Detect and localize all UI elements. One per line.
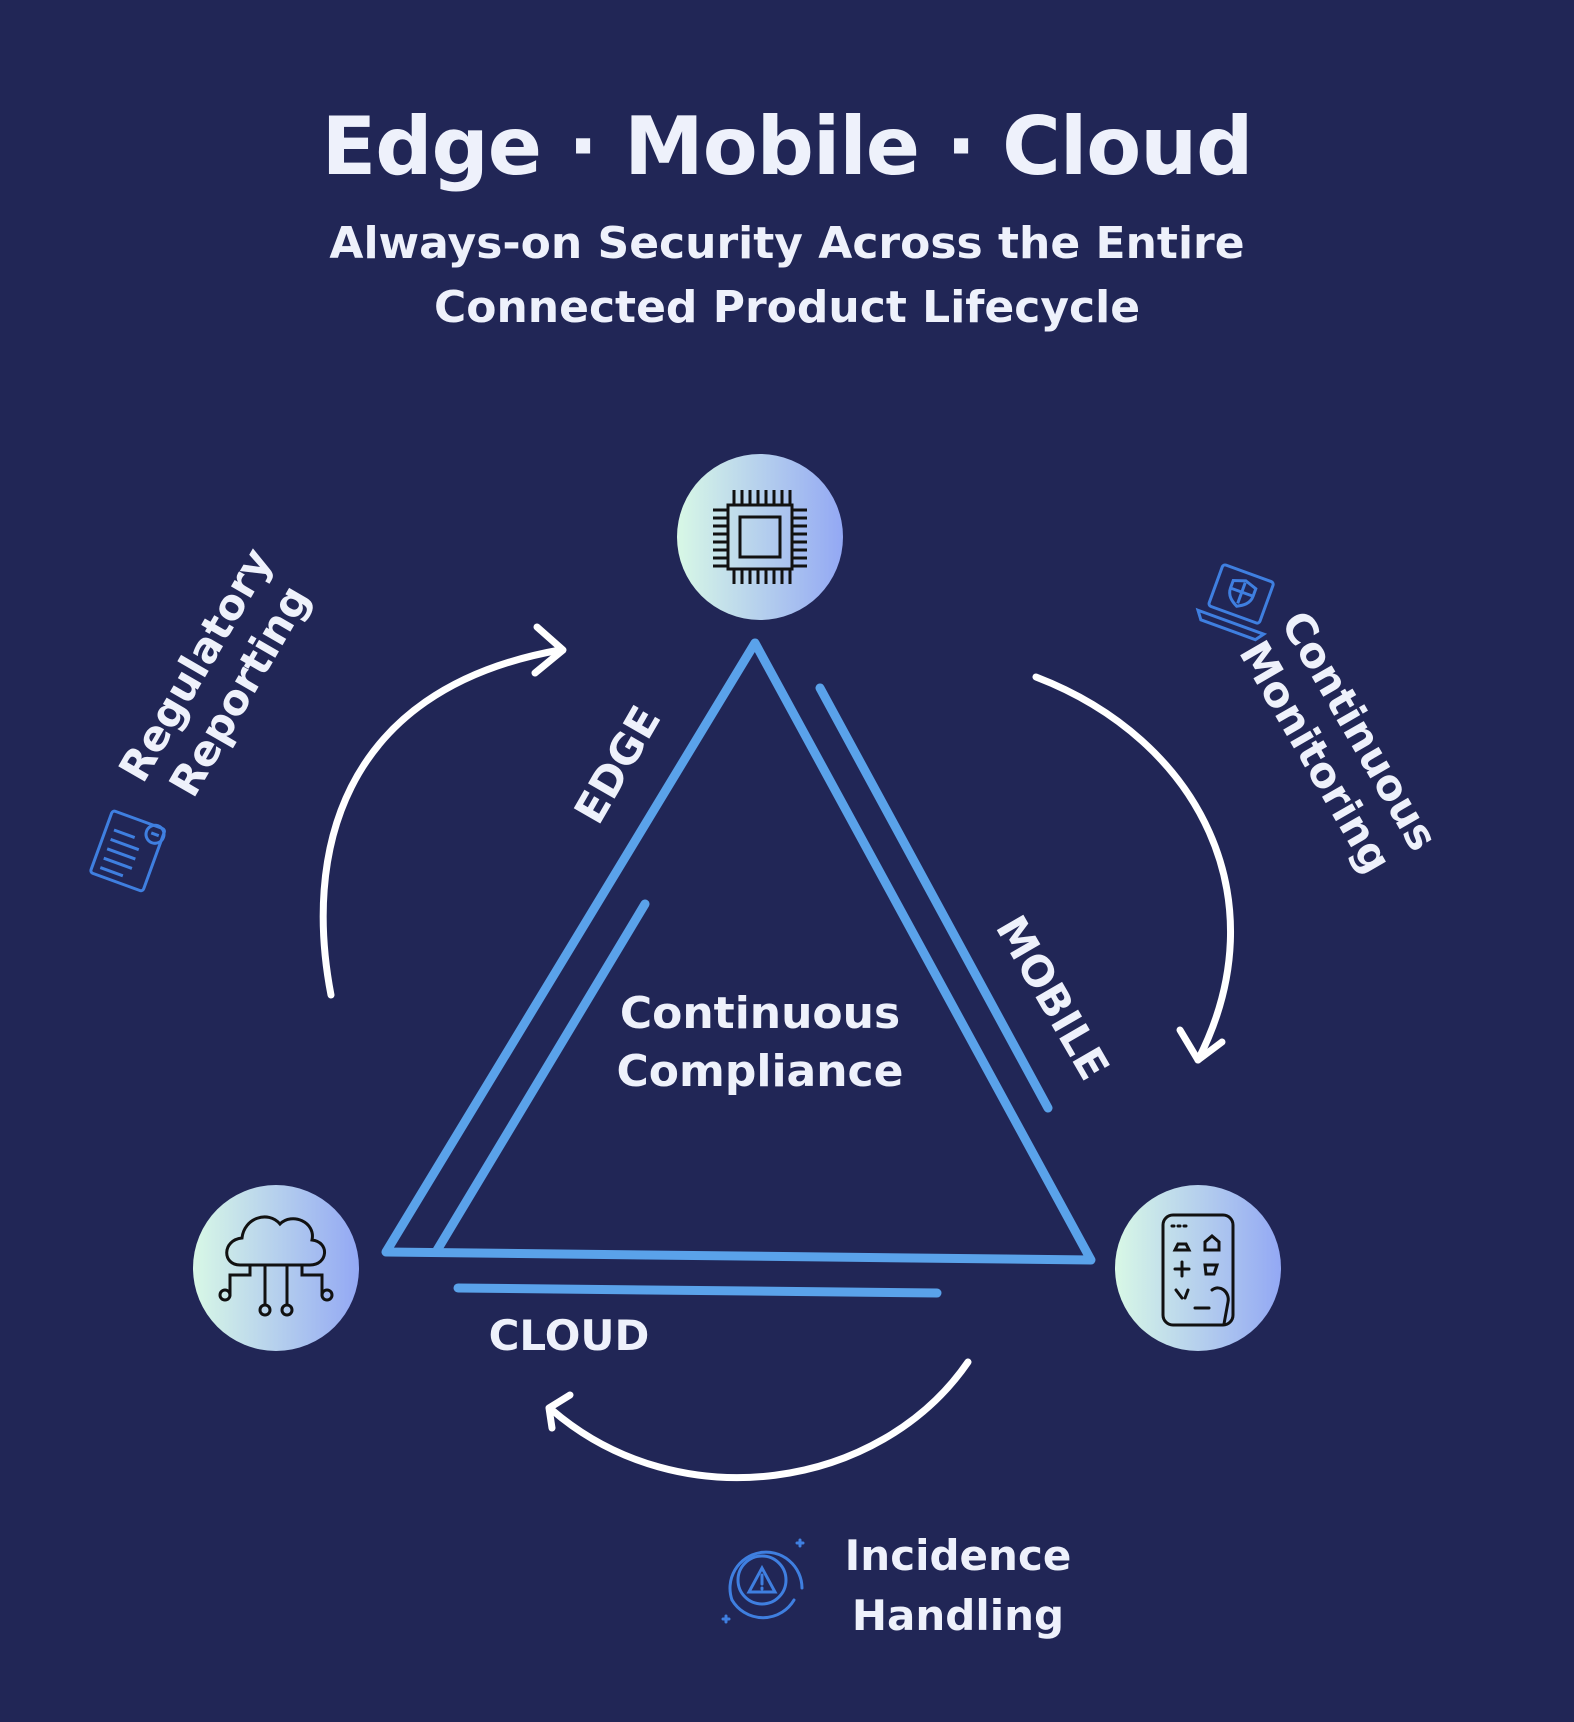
phase-regulatory: Regulatory Reporting [89,540,319,893]
page-subtitle: Always-on Security Across the Entire Con… [0,212,1574,340]
regulatory-report-icon [89,809,166,893]
mobile-label: MOBILE [986,907,1119,1088]
cycle-arrows [319,623,1234,1482]
center-label-line-1: Continuous [620,988,900,1039]
triangle-outline [381,638,1096,1265]
alert-cycle-icon [721,1538,805,1624]
node-cloud-circle [193,1185,359,1351]
arrow-monitoring [1032,673,1234,1064]
phase-incidence: Incidence Handling [721,1531,1072,1640]
edge-inner-line [431,899,650,1257]
cloud-label: CLOUD [489,1311,650,1360]
node-mobile [1115,1185,1281,1351]
node-cloud [193,1185,359,1351]
mobile-app-icon [1161,1213,1235,1327]
node-mobile-circle [1115,1185,1281,1351]
subtitle-line-2: Connected Product Lifecycle [433,282,1141,333]
laptop-shield-icon [1195,563,1275,642]
arrow-monitoring-head [1176,1026,1226,1064]
arrow-incidence-head [545,1391,574,1432]
triangle [381,638,1096,1298]
cloud-network-icon [218,1215,334,1317]
arrow-incidence [548,1358,972,1482]
chip-icon [713,490,807,584]
page-title: Edge · Mobile · Cloud [321,100,1254,193]
cloud-outer-line [453,1283,942,1298]
arrow-regulatory [319,646,564,999]
incidence-label-line-1: Incidence [845,1531,1072,1580]
node-edge [677,454,843,620]
node-edge-circle [677,454,843,620]
center-label-line-2: Compliance [617,1046,904,1097]
mobile-outer-line [815,683,1053,1113]
subtitle-line-1: Always-on Security Across the Entire [329,218,1245,269]
arrow-regulatory-head [531,623,567,677]
incidence-label-line-2: Handling [852,1591,1064,1640]
phase-monitoring: Continuous Monitoring [1195,563,1448,881]
